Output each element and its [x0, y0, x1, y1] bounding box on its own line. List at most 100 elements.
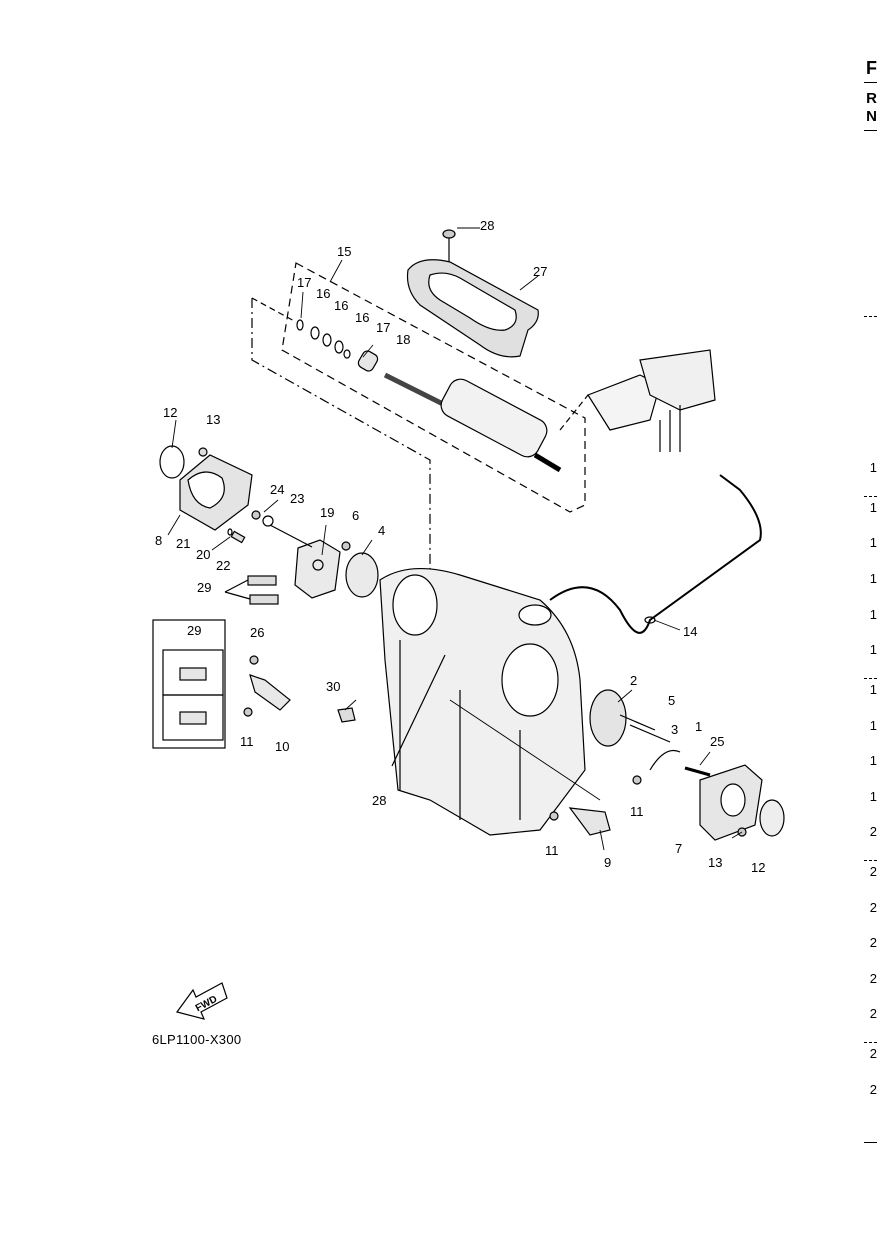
callout-18: 18: [396, 332, 410, 347]
callout-labels: 28 27 15 17 16 16 16 17 18 12 13 8 24 23…: [155, 218, 765, 1014]
edge-rule: [864, 1142, 877, 1143]
hose-joint-part-29: [224, 575, 279, 605]
callout-21: 21: [176, 536, 190, 551]
bolt-part-11: [632, 775, 642, 785]
callout-4: 4: [378, 523, 385, 538]
edge-digit: 1: [869, 753, 877, 768]
washer-part-23: [262, 515, 274, 527]
dashed-assembly-outline: [281, 262, 586, 513]
clip-part-1: [649, 749, 681, 771]
fwd-arrow-icon: [175, 982, 228, 1020]
bushing-part-18: [357, 350, 379, 372]
callout-16: 16: [355, 310, 369, 325]
edge-digit: 1: [869, 460, 877, 475]
callout-29: 29: [197, 580, 211, 595]
edge-rule: [864, 130, 877, 131]
leader-lines: [167, 227, 743, 851]
inset-detail-box: [152, 619, 226, 749]
edge-rule: [864, 316, 877, 317]
edge-rule: [864, 496, 877, 497]
callout-24: 24: [270, 482, 284, 497]
jet-pump-housing: [379, 568, 586, 836]
edge-letter: R: [866, 90, 877, 107]
bracket-part-10: [243, 655, 291, 717]
bolt-part-6: [341, 541, 351, 551]
edge-digit: 2: [869, 935, 877, 950]
drawing-code: 6LP1100-X300: [152, 1032, 242, 1047]
callout-11: 11: [630, 804, 644, 819]
edge-digit: 1: [869, 535, 877, 550]
cover-part-27: [406, 259, 539, 358]
nozzle-block-19: [294, 539, 341, 599]
callout-13: 13: [708, 855, 722, 870]
pin-part-22: [269, 524, 313, 548]
cap-part-12: [759, 799, 785, 837]
callout-16: 16: [334, 298, 348, 313]
callout-17: 17: [297, 275, 311, 290]
bolt-part-25: [684, 766, 711, 777]
dashed-guide-line: [251, 298, 431, 610]
callout-20: 20: [196, 547, 210, 562]
bolt-part-13: [198, 447, 208, 457]
callout-5: 5: [668, 693, 675, 708]
screw-part-28: [442, 229, 456, 262]
edge-letter: F: [866, 58, 877, 78]
callout-1: 1: [695, 719, 702, 734]
edge-rule: [864, 860, 877, 861]
edge-rule: [864, 678, 877, 679]
edge-rule: [864, 1042, 877, 1043]
callout-10: 10: [275, 739, 289, 754]
edge-digit: 2: [869, 1006, 877, 1021]
screw-part-28: [391, 654, 446, 767]
nut-part-24: [251, 510, 261, 520]
callout-23: 23: [290, 491, 304, 506]
callout-25: 25: [710, 734, 724, 749]
callout-15: 15: [337, 244, 351, 259]
steering-shaft: [383, 372, 562, 473]
callout-3: 3: [671, 722, 678, 737]
callout-9: 9: [604, 855, 611, 870]
callout-16: 16: [316, 286, 330, 301]
edge-digit: 1: [869, 571, 877, 586]
hose-part-14: [549, 474, 762, 634]
bracket-part-9: [568, 807, 611, 836]
callout-7: 7: [675, 841, 682, 856]
callout-22: 22: [216, 558, 230, 573]
callout-12: 12: [163, 405, 177, 420]
cover-part-2: [589, 689, 671, 747]
edge-digit: 1: [869, 718, 877, 733]
callout-14: 14: [683, 624, 697, 639]
callout-8: 8: [155, 533, 162, 548]
rubber-part-4: [345, 552, 379, 598]
edge-rule: [864, 82, 877, 83]
callout-12: 12: [751, 860, 765, 875]
callout-26: 26: [250, 625, 264, 640]
callout-11: 11: [545, 843, 559, 858]
callout-2: 2: [630, 673, 637, 688]
callout-19: 19: [320, 505, 334, 520]
edge-digit: 2: [869, 1046, 877, 1061]
callout-29: 29: [187, 623, 201, 638]
steering-column-assembly: [559, 349, 716, 452]
edge-digit: 2: [869, 900, 877, 915]
box-part-7: [699, 764, 763, 841]
callout-6: 6: [352, 508, 359, 523]
callout-27: 27: [533, 264, 547, 279]
o-rings-16-17: [296, 319, 351, 359]
edge-digit: 1: [869, 789, 877, 804]
edge-letter: N: [866, 108, 877, 125]
edge-digit: 1: [869, 682, 877, 697]
edge-digit: 1: [869, 607, 877, 622]
bolt-part-11: [549, 811, 559, 821]
edge-digit: 1: [869, 642, 877, 657]
edge-digit: 2: [869, 824, 877, 839]
edge-digit: 2: [869, 1082, 877, 1097]
callout-11: 11: [240, 734, 254, 749]
piece-part-30: [337, 707, 356, 723]
callout-30: 30: [326, 679, 340, 694]
callout-13: 13: [206, 412, 220, 427]
cover-part-8: [159, 445, 253, 531]
callout-28: 28: [372, 793, 386, 808]
callout-28: 28: [480, 218, 494, 233]
